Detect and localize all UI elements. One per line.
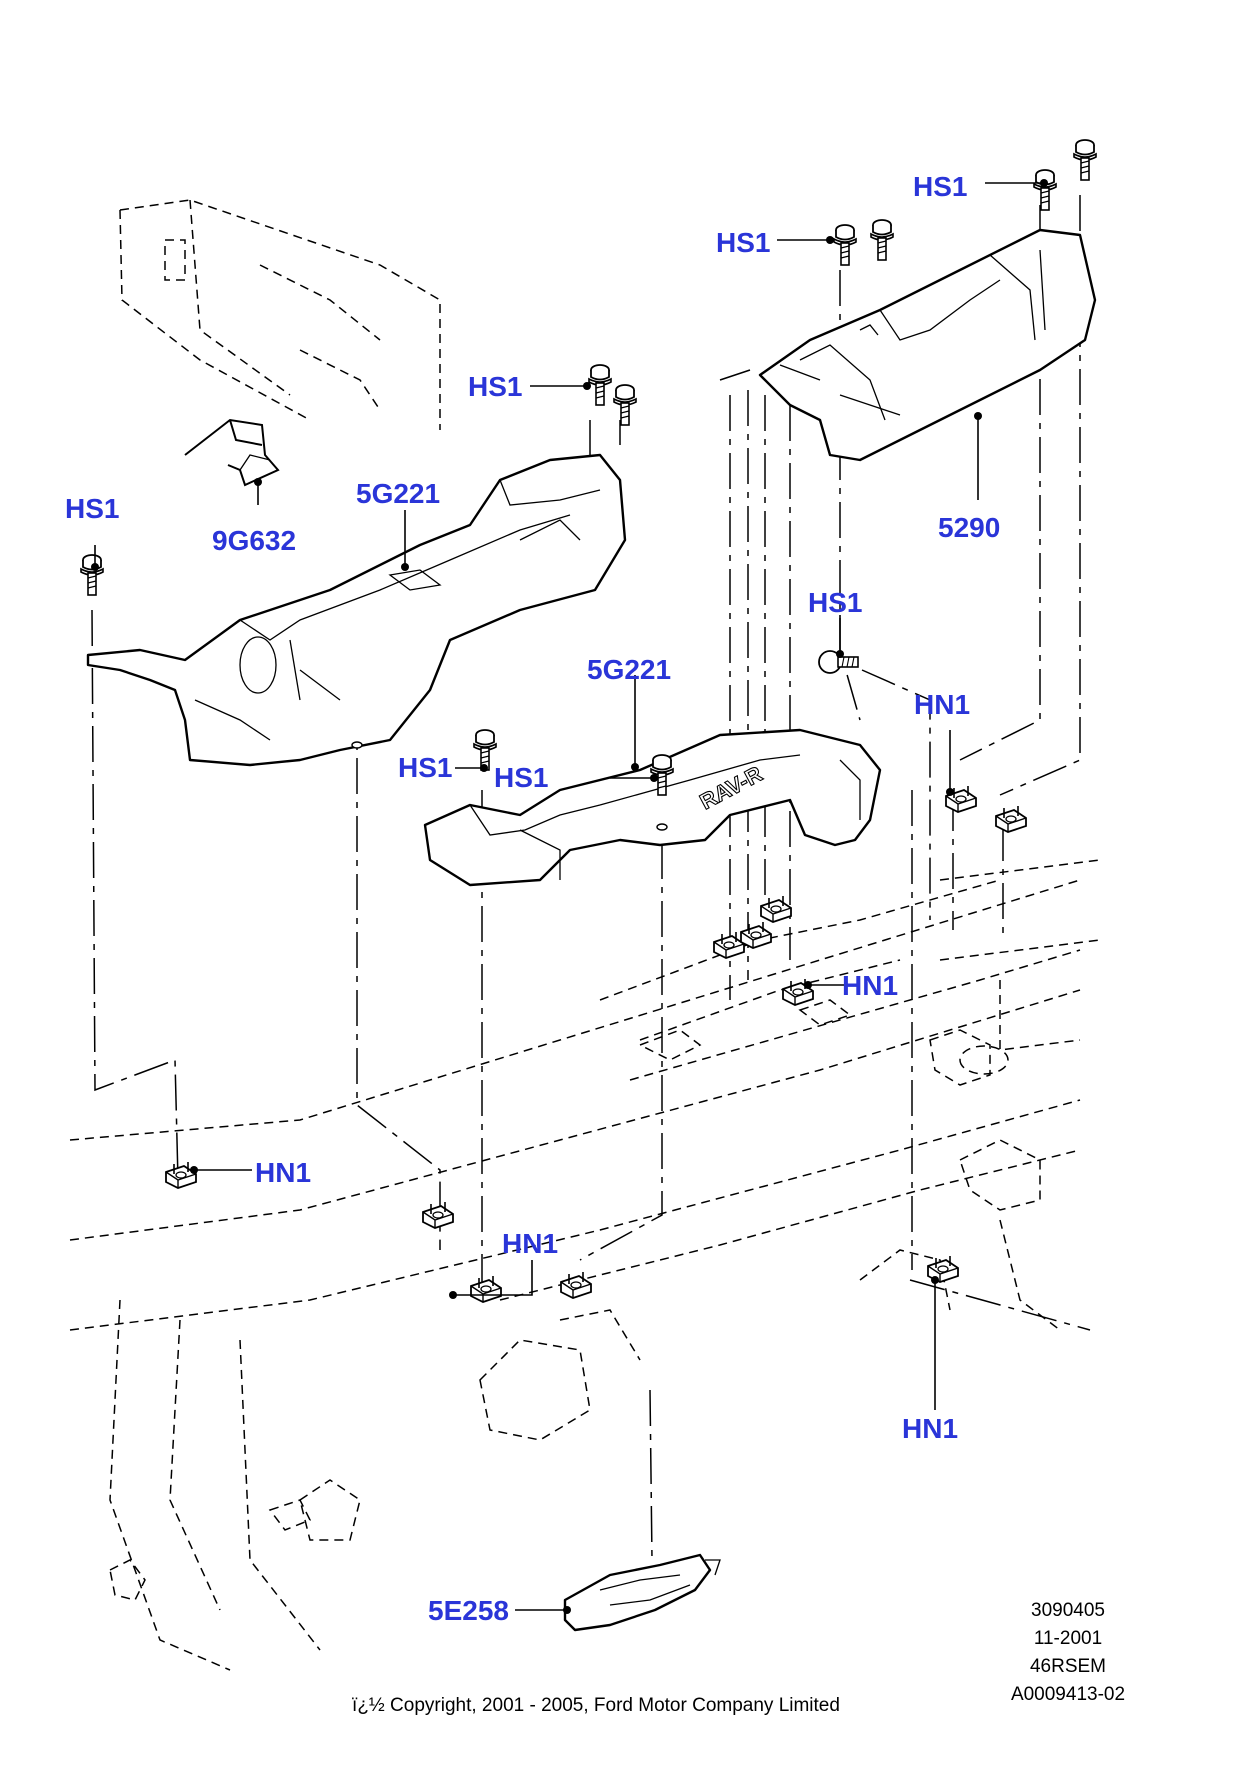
label-hn1: HN1 (255, 1157, 311, 1188)
ref-number: 3090405 (1031, 1600, 1105, 1621)
bolt-icon (1033, 169, 1057, 211)
label-hs1: HS1 (808, 587, 862, 618)
heat-shield-5e258 (563, 1553, 721, 1632)
nut-clip-icon (760, 895, 792, 923)
heat-shield-5g221-upper (86, 453, 627, 767)
label-hs1: HS1 (716, 227, 770, 258)
bolt-icon (818, 650, 859, 674)
label-hs1: HS1 (494, 762, 548, 793)
bolt-icon (1073, 139, 1097, 181)
bolt-icon (870, 219, 894, 261)
nut-clip-icon (470, 1275, 502, 1303)
heat-shield-5290 (758, 228, 1097, 462)
label-hs1: HS1 (913, 171, 967, 202)
heat-shield-5g221-lower: RAV-R (423, 728, 882, 887)
alignment-lines (91, 195, 1091, 1561)
bolt-icon (473, 729, 497, 771)
label-5290: 5290 (938, 512, 1000, 543)
callout-labels: HS1 HS1 HS1 HS1 9G632 5G221 5290 HS1 5G2… (65, 171, 1000, 1626)
label-hs1: HS1 (468, 371, 522, 402)
bolt-icon (613, 384, 637, 426)
ref-code: 46RSEM (1030, 1656, 1106, 1677)
label-hn1: HN1 (502, 1228, 558, 1259)
bolt-icon (588, 364, 612, 406)
label-9g632: 9G632 (212, 525, 296, 556)
bolt-icon (833, 224, 857, 266)
copyright-notice: ï¿½ Copyright, 2001 - 2005, Ford Motor C… (352, 1695, 840, 1716)
label-hn1: HN1 (902, 1413, 958, 1444)
leader-lines (91, 179, 1048, 1614)
nut-clip-icon (740, 921, 772, 949)
bracket-9g632 (184, 418, 280, 487)
vehicle-structure (69, 199, 1101, 1671)
label-hn1: HN1 (914, 689, 970, 720)
nut-clip-icon (995, 805, 1027, 833)
ref-date: 11-2001 (1034, 1628, 1102, 1649)
nut-clip-icon (422, 1201, 454, 1229)
nut-clip-icon (165, 1161, 197, 1189)
label-5e258: 5E258 (428, 1595, 509, 1626)
bolt-icon (80, 554, 104, 596)
label-5g221-lower: 5G221 (587, 654, 671, 685)
label-hs1: HS1 (65, 493, 119, 524)
label-hn1: HN1 (842, 970, 898, 1001)
label-5g221-upper: 5G221 (356, 478, 440, 509)
ref-id: A0009413-02 (1011, 1684, 1125, 1705)
label-hs1: HS1 (398, 752, 452, 783)
nut-clip-icon (713, 931, 745, 959)
nut-clips (165, 785, 1027, 1303)
reference-block: 3090405 11-2001 46RSEM A0009413-02 (1011, 1600, 1125, 1705)
bolts (80, 139, 1097, 796)
nut-clip-icon (560, 1271, 592, 1299)
